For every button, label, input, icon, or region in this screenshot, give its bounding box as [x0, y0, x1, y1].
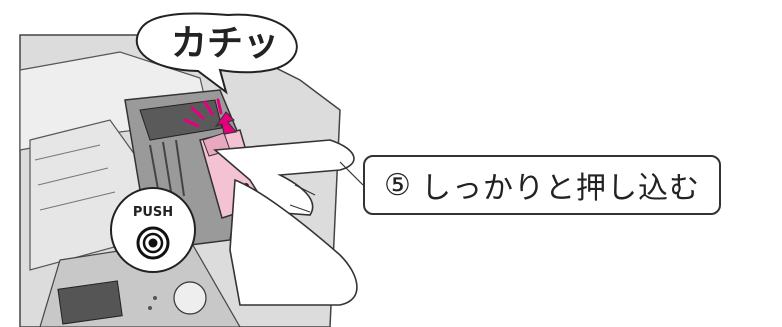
- leader-line: [339, 161, 364, 186]
- panel-led: [153, 296, 157, 300]
- hand: [229, 178, 358, 306]
- bay-shadow: [139, 99, 223, 141]
- step-number: ⑤: [384, 167, 411, 203]
- step-instruction-box: ⑤ しっかりと押し込む: [363, 155, 721, 215]
- click-callout-bubble: [135, 12, 298, 95]
- step-instruction-text: しっかりと押し込む: [420, 171, 700, 206]
- press-arrow-icon: [214, 111, 237, 135]
- pressing-finger: [213, 139, 355, 216]
- click-sound-text: カチッ: [170, 23, 279, 64]
- lcd-screen: [57, 280, 123, 325]
- tray-lines: [34, 144, 116, 211]
- panel-led: [148, 306, 152, 310]
- push-label: PUSH: [132, 205, 174, 220]
- knuckle-lines: [289, 184, 316, 213]
- panel-dial: [173, 281, 207, 315]
- push-target-icon: [136, 226, 170, 260]
- click-spark-icon: [183, 98, 223, 128]
